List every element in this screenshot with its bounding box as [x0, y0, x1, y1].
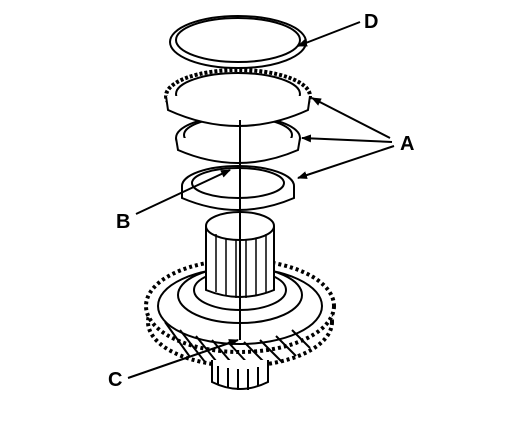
- leader-line-a-upper: [311, 97, 391, 139]
- leader-lines: [127, 21, 395, 379]
- gear-assembly: [144, 15, 336, 390]
- synchro-hub-ring: [181, 165, 295, 211]
- leader-line-d: [297, 21, 361, 47]
- synchronizer-cone-ring: [175, 115, 301, 164]
- pinion-gear: [211, 360, 269, 390]
- leader-line-a-middle: [301, 134, 393, 143]
- leader-line-c: [127, 339, 239, 379]
- callout-c: C: [108, 369, 122, 391]
- snap-ring: [169, 15, 307, 69]
- leader-line-b: [135, 169, 231, 215]
- callout-b: B: [116, 211, 130, 233]
- leader-line-a-lower: [297, 145, 395, 179]
- callout-d: D: [364, 11, 378, 33]
- blocker-ring: [164, 68, 312, 127]
- callout-a: A: [400, 133, 414, 155]
